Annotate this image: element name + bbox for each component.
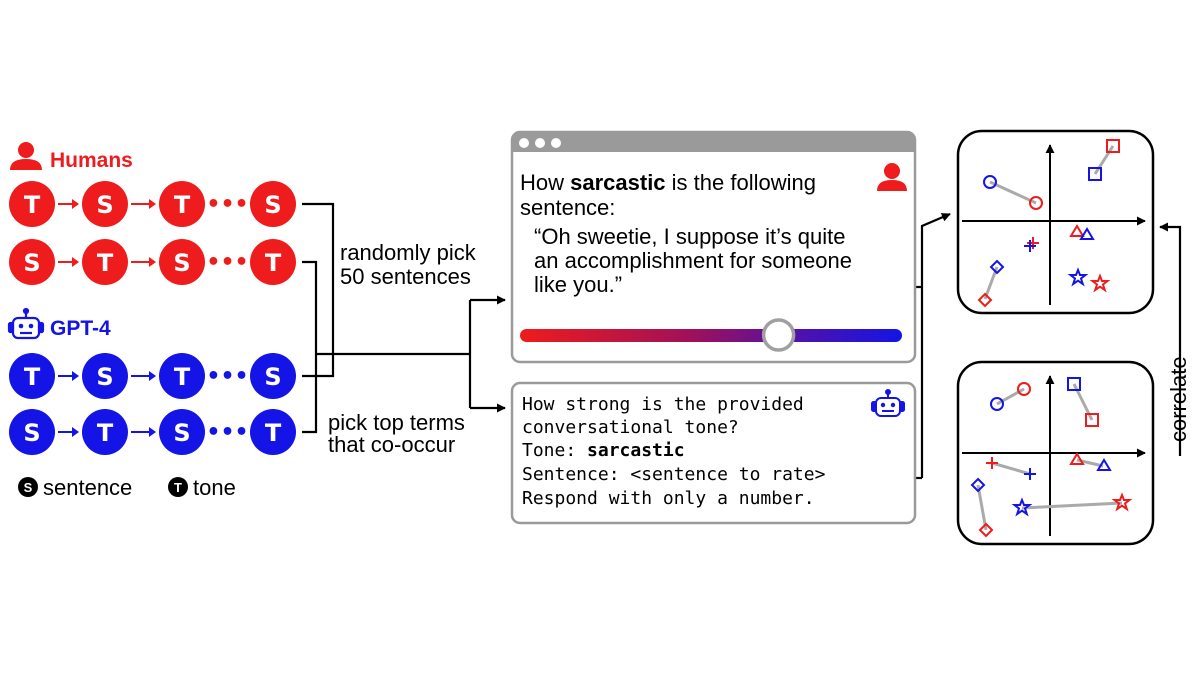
- human-question-line2: sentence:: [520, 195, 615, 220]
- gpt4-header: GPT-4: [7, 307, 111, 340]
- tone-token: [159, 181, 205, 227]
- sentence-token: [250, 353, 296, 399]
- token-letter: S: [264, 363, 281, 391]
- legend-item-sentence: S sentence: [18, 475, 132, 500]
- token-letter: S: [173, 249, 190, 277]
- token-letter: S: [264, 191, 281, 219]
- flow-label-random-1: randomly pick: [340, 240, 477, 265]
- humans-header: Humans: [10, 142, 133, 172]
- token-letter: T: [97, 249, 114, 277]
- sentence-token: [82, 353, 128, 399]
- legend-text-tone: tone: [193, 475, 236, 500]
- tone-token: [250, 239, 296, 285]
- window-dot: [551, 138, 561, 148]
- connector-lines: [302, 202, 1182, 480]
- tone-token: [82, 409, 128, 455]
- gpt-respond-line: Respond with only a number.: [522, 488, 815, 509]
- gpt4-label: GPT-4: [50, 317, 111, 340]
- rating-slider[interactable]: [520, 318, 902, 352]
- token-letter: T: [265, 419, 282, 447]
- gpt-tone-line: Tone: sarcastic: [522, 440, 685, 461]
- tone-token: [250, 409, 296, 455]
- token-chain: T S T ••• S: [9, 353, 296, 399]
- chain-arrowhead: [149, 199, 156, 209]
- token-letter: T: [24, 363, 41, 391]
- robot-icon: [7, 307, 45, 340]
- legend-key-t: T: [174, 480, 182, 495]
- tone-token: [9, 353, 55, 399]
- chain-arrowhead: [149, 257, 156, 267]
- sentence-token: [9, 409, 55, 455]
- chain-arrowhead: [72, 371, 79, 381]
- human-question: How sarcastic is the following: [520, 170, 816, 195]
- sentence-token: [159, 239, 205, 285]
- token-letter: T: [265, 249, 282, 277]
- person-icon: [10, 142, 42, 170]
- ellipsis: •••: [206, 364, 248, 389]
- ellipsis: •••: [206, 192, 248, 217]
- token-letter: S: [173, 419, 190, 447]
- slider-knob[interactable]: [761, 318, 796, 352]
- scatter-plot-gpt: [956, 360, 1155, 546]
- sentence-token: [9, 239, 55, 285]
- token-letter: S: [96, 363, 113, 391]
- token-chain: S T S ••• T: [9, 239, 296, 285]
- correlate-label: correlate: [1166, 356, 1191, 442]
- gpt-question-2: conversational tone?: [522, 417, 739, 438]
- flow-label-top-2: that co-occur: [328, 432, 455, 457]
- gpt-question-1: How strong is the provided: [522, 394, 804, 415]
- robot-icon: [871, 389, 905, 417]
- scatter-plot-human: [956, 129, 1155, 315]
- ellipsis: •••: [206, 420, 248, 445]
- chain-arrowhead: [72, 199, 79, 209]
- slider-track[interactable]: [520, 329, 902, 342]
- flow-label-random-2: 50 sentences: [340, 264, 471, 289]
- tone-token: [82, 239, 128, 285]
- sentence-token: [82, 181, 128, 227]
- window-dot: [519, 138, 529, 148]
- token-chain: S T S ••• T: [9, 409, 296, 455]
- legend-item-tone: T tone: [168, 475, 236, 500]
- token-letter: S: [23, 249, 40, 277]
- sentence-token: [250, 181, 296, 227]
- chain-arrowhead: [149, 427, 156, 437]
- token-letter: S: [23, 419, 40, 447]
- chain-arrowhead: [72, 427, 79, 437]
- humans-label: Humans: [50, 149, 133, 172]
- quote-line-1: “Oh sweetie, I suppose it’s quite: [534, 224, 845, 249]
- tone-token: [159, 353, 205, 399]
- quote-line-2: an accomplishment for someone: [534, 248, 852, 273]
- token-letter: S: [96, 191, 113, 219]
- quote-line-3: like you.”: [534, 272, 622, 297]
- token-chain: T S T ••• S: [9, 181, 296, 227]
- token-letter: T: [174, 363, 191, 391]
- chain-arrowhead: [72, 257, 79, 267]
- gpt-prompt-window: How strong is the provided conversationa…: [510, 381, 917, 525]
- flow-label-top-1: pick top terms: [328, 410, 465, 435]
- token-letter: T: [174, 191, 191, 219]
- gpt-sentence-line: Sentence: <sentence to rate>: [522, 464, 826, 485]
- tone-token: [9, 181, 55, 227]
- legend: S sentence T tone: [18, 475, 236, 500]
- ellipsis: •••: [206, 250, 248, 275]
- person-icon: [877, 163, 907, 191]
- token-letter: T: [24, 191, 41, 219]
- human-prompt-window: How sarcastic is the following sentence:…: [510, 130, 917, 364]
- token-letter: T: [97, 419, 114, 447]
- chain-arrowhead: [149, 371, 156, 381]
- sentence-token: [159, 409, 205, 455]
- legend-text-sentence: sentence: [43, 475, 132, 500]
- window-dot: [535, 138, 545, 148]
- legend-key-s: S: [24, 480, 33, 495]
